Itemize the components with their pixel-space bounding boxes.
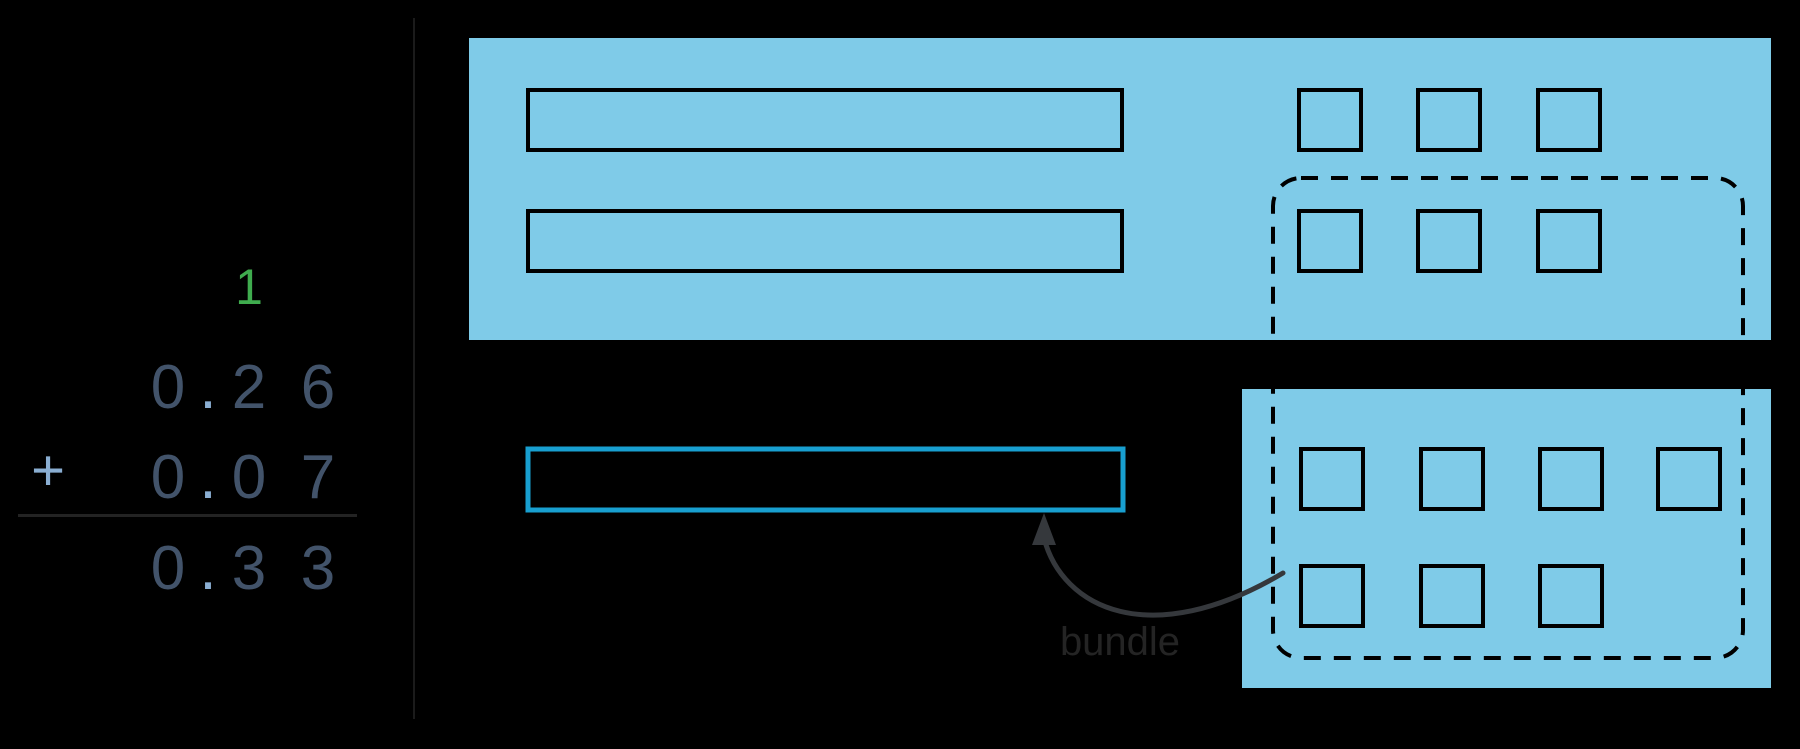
hundredth-square	[1299, 447, 1365, 511]
hundredth-square	[1297, 209, 1363, 273]
column-addition: 1 0 . 2 6 + 0 . 0 7 0 . 3 3	[0, 0, 414, 749]
tenth-bar	[526, 88, 1124, 152]
hundredth-square	[1419, 447, 1485, 511]
addend1-hundredths-digit: 6	[300, 353, 336, 422]
bundle-arrow-shaft	[1041, 535, 1286, 618]
sum-ones-digit: 0	[150, 534, 186, 603]
hundredth-square	[1538, 564, 1604, 628]
hundredth-square	[1297, 88, 1363, 152]
hundredth-square	[1656, 447, 1722, 511]
sum-hundredths-digit: 3	[300, 534, 336, 603]
addend1-panel	[469, 38, 1771, 340]
tenth-bar	[526, 209, 1124, 273]
addend1-ones-digit: 0	[150, 353, 186, 422]
hundredth-square	[1538, 447, 1604, 511]
hundredth-square	[1536, 88, 1602, 152]
bundle-label: bundle	[1060, 620, 1180, 664]
addend2-decimal-point: .	[199, 443, 217, 512]
bundling-dashed-outline	[1271, 176, 1745, 660]
sum-decimal-point: .	[199, 534, 217, 603]
plus-sign: +	[31, 438, 65, 503]
hundredth-square	[1416, 209, 1482, 273]
hundredth-square	[1536, 209, 1602, 273]
addend2-panel	[1242, 389, 1771, 688]
sum-rule-line	[18, 514, 357, 517]
sum-tenths-digit: 3	[231, 534, 267, 603]
hundredth-square	[1416, 88, 1482, 152]
addend2-tenths-digit: 0	[231, 443, 267, 512]
addend1-tenths-digit: 2	[231, 353, 267, 422]
bundle-arrow-head	[1032, 513, 1056, 545]
addend2-ones-digit: 0	[150, 443, 186, 512]
addend2-hundredths-digit: 7	[300, 443, 336, 512]
carry-digit: 1	[235, 259, 263, 315]
hundredth-square	[1299, 564, 1365, 628]
hundredth-square	[1419, 564, 1485, 628]
addend1-decimal-point: .	[199, 353, 217, 422]
bundled-tenth-bar	[525, 446, 1126, 513]
